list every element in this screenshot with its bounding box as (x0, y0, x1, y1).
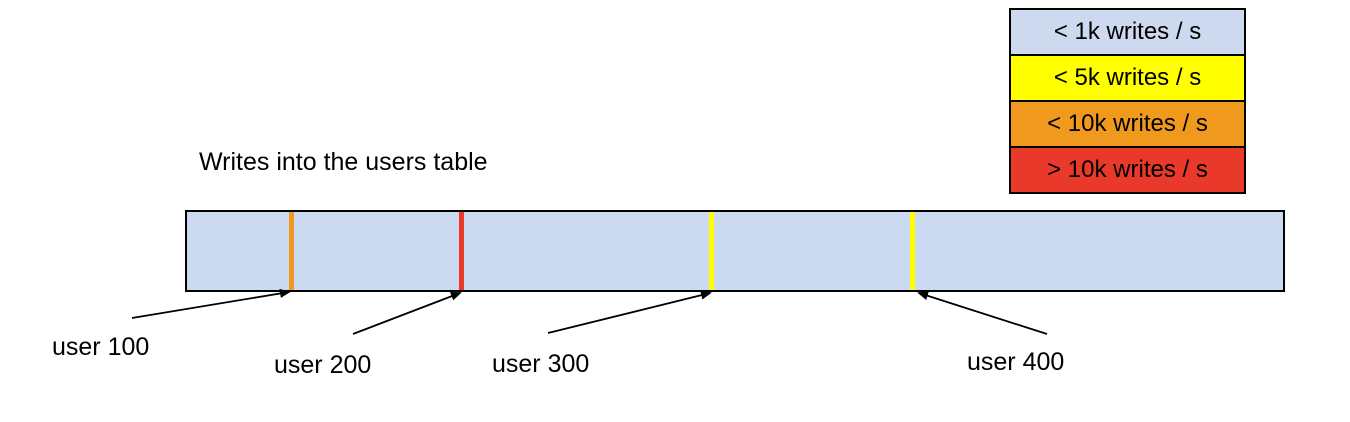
callout-arrow (917, 291, 1048, 335)
legend-item-lt-10k: < 10k writes / s (1011, 100, 1244, 146)
label-user-200: user 200 (274, 351, 372, 379)
write-hotspot-marker-user-400 (910, 212, 915, 290)
write-hotspot-marker-user-200 (459, 212, 464, 290)
legend-item-gt-10k: > 10k writes / s (1011, 146, 1244, 192)
legend-item-lt-1k: < 1k writes / s (1011, 10, 1244, 54)
write-hotspot-marker-user-100 (289, 212, 294, 290)
callout-arrow (547, 290, 712, 334)
diagram-title: Writes into the users table (199, 148, 488, 176)
legend-item-lt-5k: < 5k writes / s (1011, 54, 1244, 100)
callout-arrow (352, 292, 462, 335)
write-hotspot-marker-user-300 (709, 212, 714, 290)
write-rate-legend: < 1k writes / s < 5k writes / s < 10k wr… (1009, 8, 1246, 194)
label-user-400: user 400 (967, 348, 1065, 376)
callout-arrow (131, 289, 291, 319)
label-user-100: user 100 (52, 333, 150, 361)
label-user-300: user 300 (492, 350, 590, 378)
users-table-bar (185, 210, 1285, 292)
